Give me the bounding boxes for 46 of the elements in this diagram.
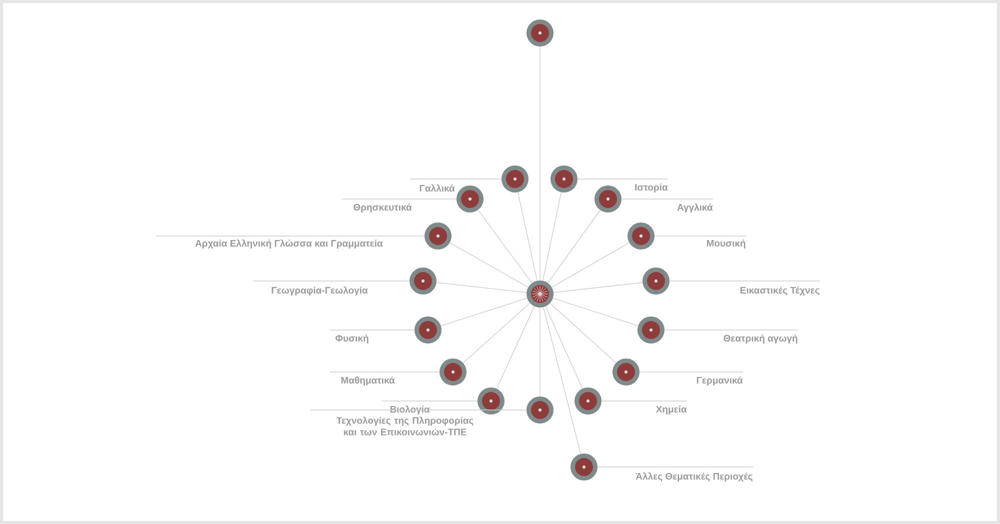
node-circle (526, 280, 554, 308)
connector-line (496, 306, 535, 389)
connector-line (552, 242, 630, 288)
connector-line (542, 192, 562, 281)
node-circle (642, 268, 820, 294)
connector-line (548, 210, 600, 284)
subject-label: Θρησκευτικά (354, 204, 412, 212)
node-circle (156, 222, 452, 250)
connector-line (545, 306, 583, 389)
subject-label: Αγγλικά (677, 203, 713, 213)
node-circle (330, 316, 442, 344)
subject-label: Φυσική (336, 334, 368, 344)
node-circle (570, 454, 754, 480)
subject-label: Θεατρική αγωγή (724, 334, 798, 344)
node-circle (574, 388, 688, 414)
subject-label: Εικαστικές Τέχνες (740, 286, 820, 296)
node-circle (526, 20, 554, 46)
connector-line (450, 242, 528, 288)
subject-label: Τεχνολογίες της Πληροφορίας και των Επικοινωνιών-ΤΠΕ (336, 416, 474, 436)
connector-line (436, 282, 527, 293)
node-circle (594, 186, 714, 212)
subject-label: Ιστορία (635, 184, 668, 192)
connector-line (440, 298, 528, 326)
connector-line (518, 192, 538, 281)
subject-label: Αρχαία Ελληνική Γλώσσα και Γραμματεία (195, 239, 383, 249)
connector-line (543, 306, 581, 454)
node-circle (628, 222, 746, 250)
connector-line (478, 210, 532, 284)
node-circle (252, 268, 436, 294)
node-circle (330, 358, 466, 386)
subject-label: Βιολογία (390, 405, 430, 415)
node-circle (612, 358, 744, 386)
subject-label: Μαθηματικά (341, 376, 395, 386)
connector-line (553, 282, 643, 293)
connector-line (552, 298, 638, 326)
subject-label: Άλλες Θεματικές Περιοχές (636, 472, 752, 482)
node-circle (342, 186, 484, 212)
subject-label: Γερμανικά (696, 376, 743, 386)
subject-label: Χημεία (656, 406, 687, 414)
node-circle (638, 316, 798, 344)
connector-line (550, 302, 616, 364)
subject-label: Μουσική (706, 240, 746, 248)
node-circle (382, 388, 504, 414)
connector-line (462, 302, 530, 364)
subject-label: Γαλλικά (420, 184, 455, 192)
subject-label: Γεωγραφία-Γεωλογία (272, 286, 368, 296)
